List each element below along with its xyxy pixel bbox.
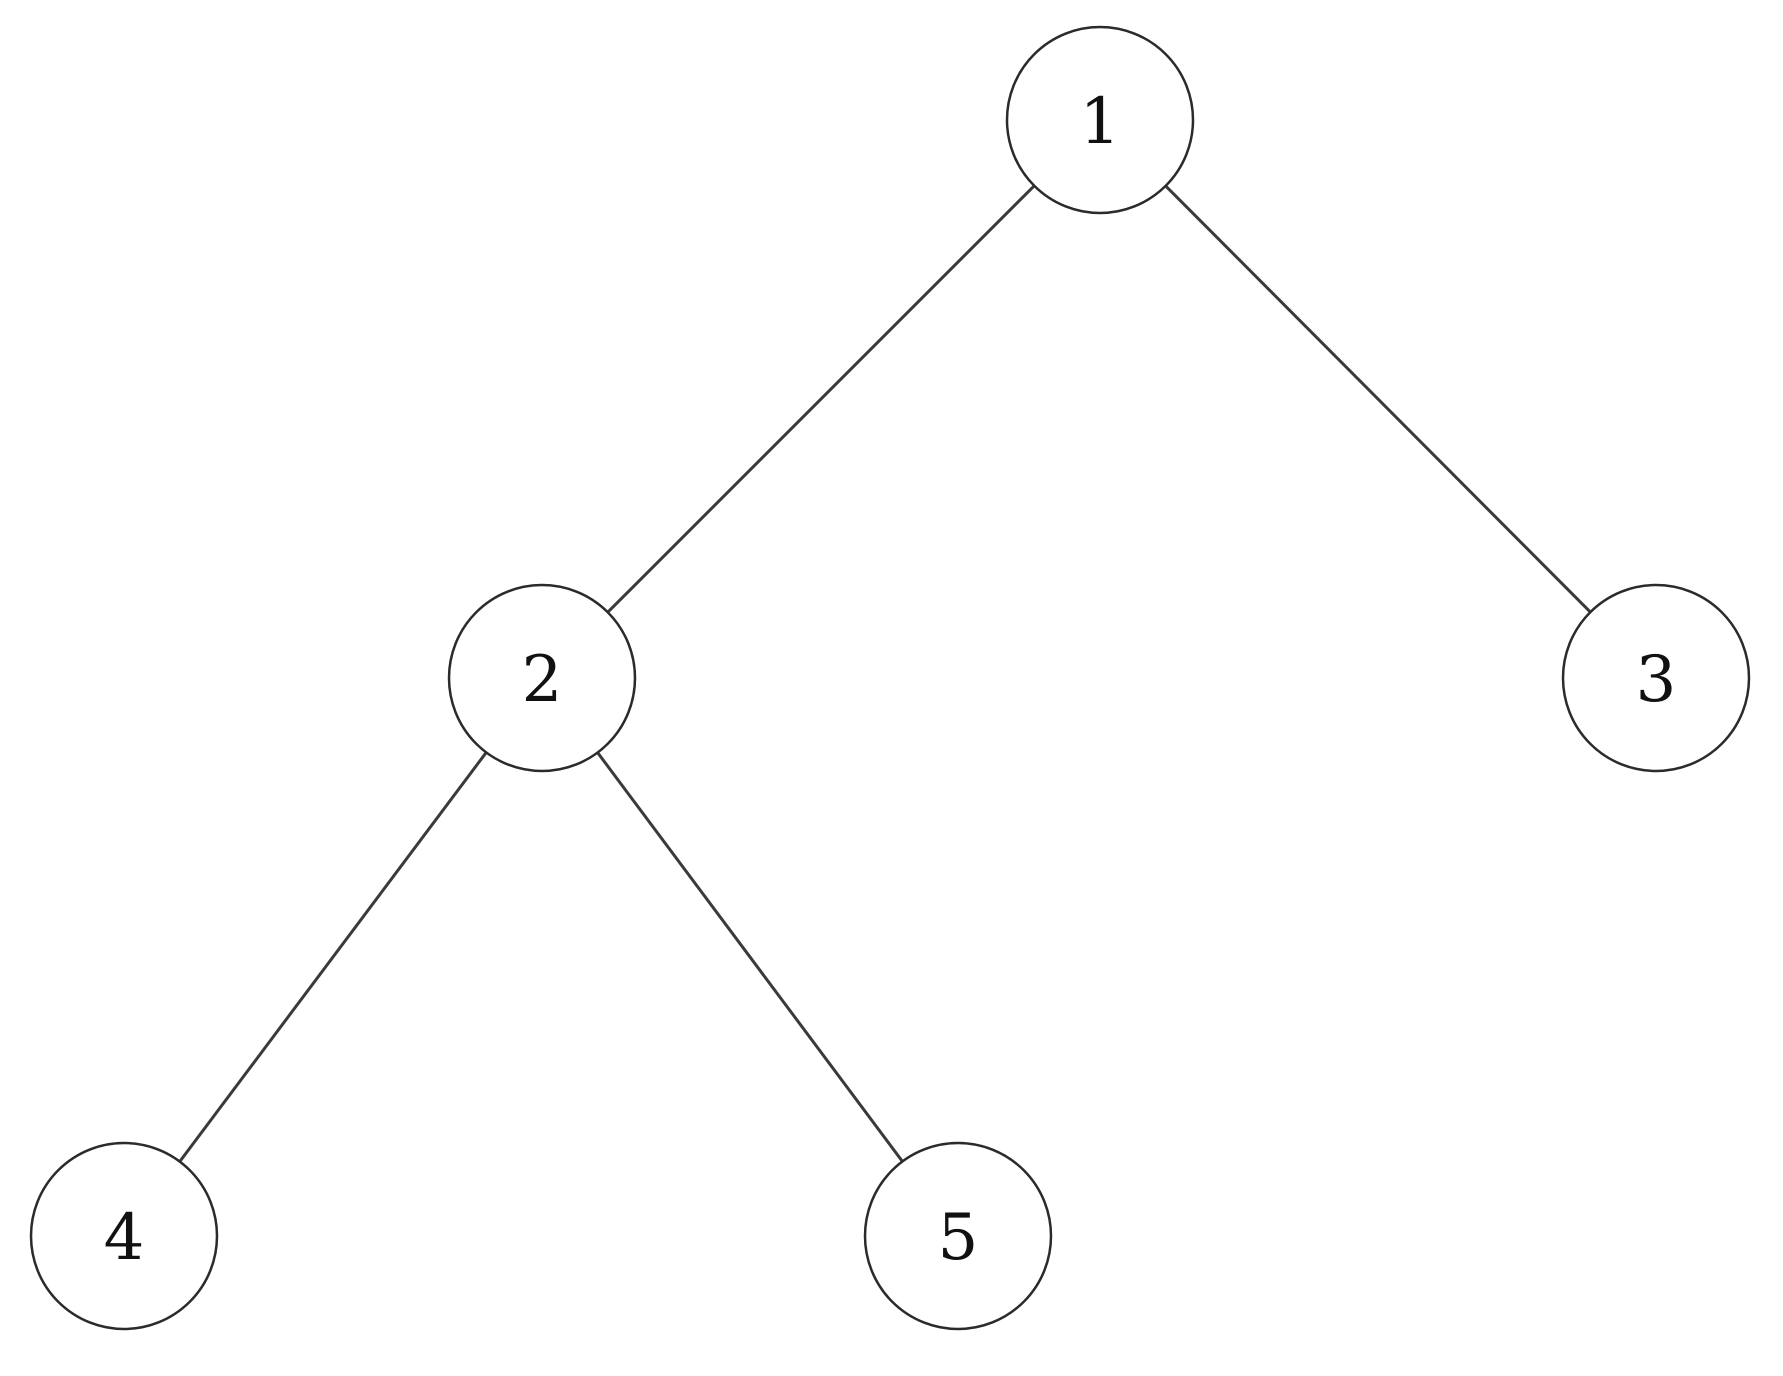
tree-edges (178, 184, 1592, 1163)
node-label: 1 (1080, 85, 1121, 159)
edge-n1-n3 (1164, 184, 1592, 614)
node-label: 2 (522, 643, 563, 717)
tree-node-1: 1 (1005, 25, 1195, 215)
node-circle (1005, 25, 1195, 215)
edge-n2-n4 (178, 751, 488, 1163)
node-label: 4 (104, 1201, 145, 1275)
node-circle (447, 583, 637, 773)
node-label: 3 (1636, 643, 1677, 717)
node-label: 5 (938, 1201, 979, 1275)
tree-node-3: 3 (1561, 583, 1751, 773)
tree-node-5: 5 (863, 1141, 1053, 1331)
tree-nodes: 1 2 3 4 5 (29, 25, 1751, 1331)
tree-node-4: 4 (29, 1141, 219, 1331)
edge-n1-n2 (606, 184, 1036, 614)
edge-n2-n5 (596, 751, 904, 1163)
node-circle (29, 1141, 219, 1331)
node-circle (863, 1141, 1053, 1331)
tree-node-2: 2 (447, 583, 637, 773)
node-circle (1561, 583, 1751, 773)
